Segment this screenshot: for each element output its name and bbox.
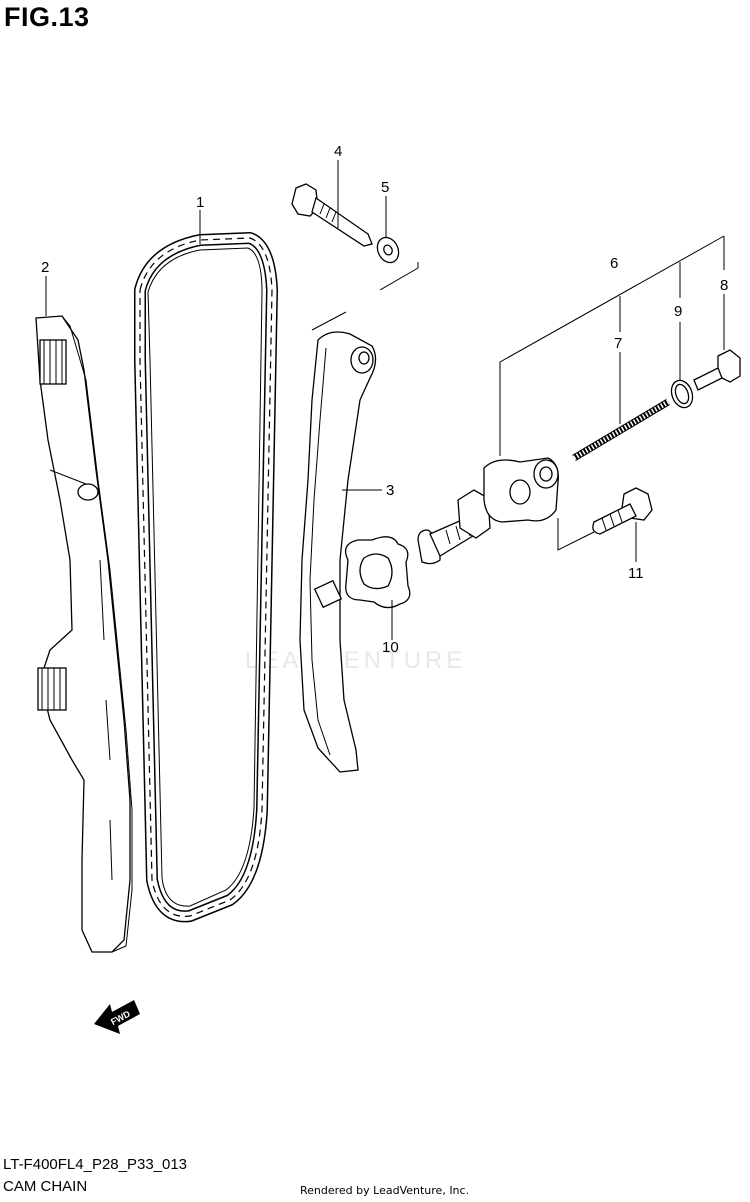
- leader-lines: [45, 160, 725, 640]
- forward-arrow-icon: FWD: [94, 1000, 140, 1034]
- callout-3: 3: [386, 482, 394, 499]
- callout-10: 10: [382, 639, 399, 656]
- callout-6: 6: [610, 255, 618, 272]
- callout-2: 2: [41, 259, 49, 276]
- callout-4: 4: [334, 143, 342, 160]
- callout-8: 8: [720, 277, 728, 294]
- washer: [376, 236, 400, 264]
- tensioner-body: [417, 457, 559, 565]
- diagram-caption: CAM CHAIN: [3, 1178, 88, 1195]
- callout-11: 11: [628, 565, 644, 582]
- callout-5: 5: [381, 179, 389, 196]
- cap-bolt: [693, 349, 741, 391]
- cam-chain: [134, 232, 278, 923]
- render-credit: Rendered by LeadVenture, Inc.: [300, 1184, 470, 1197]
- tensioner-gasket: [344, 536, 411, 609]
- callout-7: 7: [614, 335, 622, 352]
- tensioner-spring: [572, 398, 670, 462]
- callout-1: 1: [196, 194, 204, 211]
- figure-title: FIG.13: [4, 2, 90, 32]
- tensioner-bolt: [291, 183, 373, 247]
- callout-9: 9: [674, 303, 682, 320]
- tensioner-arm: [299, 331, 377, 773]
- mounting-bolt: [592, 487, 653, 535]
- model-code: LT-F400FL4_P28_P33_013: [3, 1156, 188, 1173]
- chain-guide: [35, 315, 133, 953]
- watermark-text: LEADVENTURE: [245, 647, 466, 674]
- o-ring: [670, 379, 694, 409]
